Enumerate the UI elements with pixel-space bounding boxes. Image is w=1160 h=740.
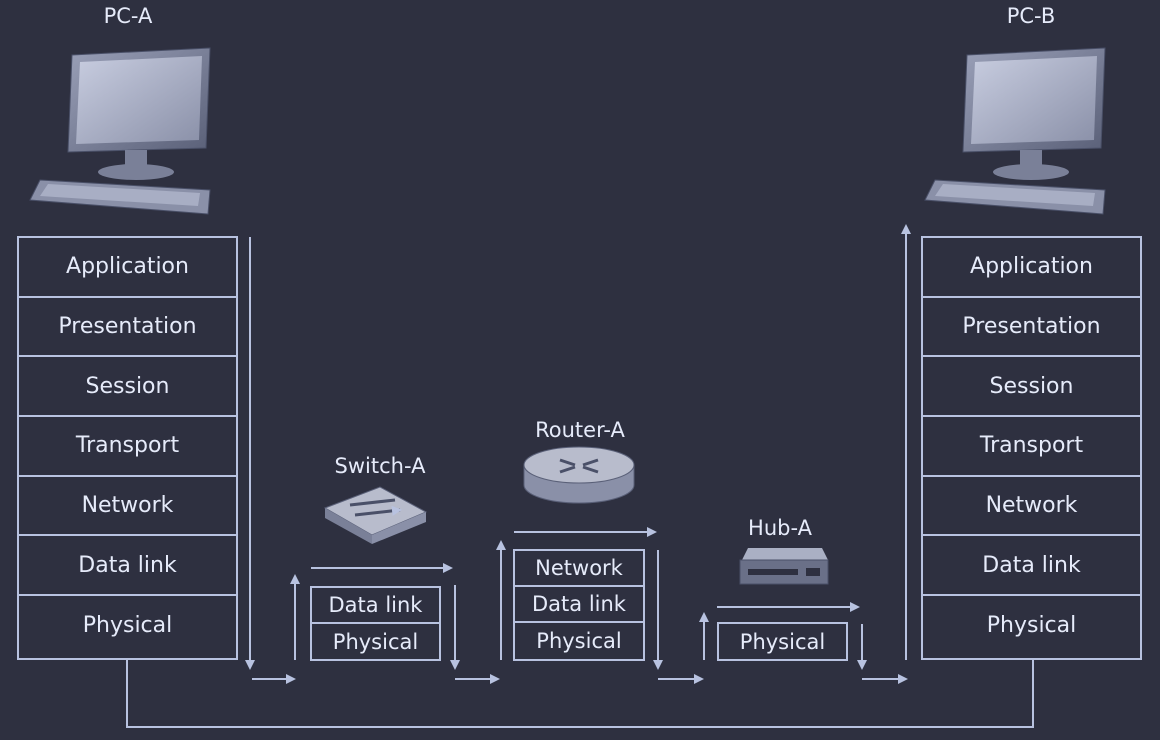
layer-data-link: Data link xyxy=(923,536,1140,597)
hub-icon xyxy=(739,548,829,585)
layer-data-link: Data link xyxy=(312,588,439,624)
pc-a-osi-stack: Application Presentation Session Transpo… xyxy=(17,236,238,660)
pc-b-label: PC-B xyxy=(1006,4,1056,28)
layer-application: Application xyxy=(923,238,1140,298)
layer-physical: Physical xyxy=(986,613,1077,639)
pc-b-osi-stack: Application Presentation Session Transpo… xyxy=(921,236,1142,660)
layer-network: Network xyxy=(515,551,643,587)
layer-session: Session xyxy=(923,357,1140,418)
router-a-label: Router-A xyxy=(535,418,625,442)
hub-a-label: Hub-A xyxy=(748,516,812,540)
layer-data-link: Data link xyxy=(515,587,643,623)
layer-physical: Physical xyxy=(332,630,419,654)
pc-a-computer-icon xyxy=(29,47,211,215)
layer-network: Network xyxy=(19,477,236,537)
layer-physical: Physical xyxy=(82,613,173,639)
switch-icon xyxy=(323,486,428,544)
router-icon xyxy=(523,446,635,504)
hub-a-stack: Physical xyxy=(717,622,848,661)
layer-presentation: Presentation xyxy=(19,298,236,358)
pc-b-computer-icon xyxy=(924,47,1106,215)
layer-presentation: Presentation xyxy=(923,298,1140,358)
physical-link xyxy=(126,660,1034,728)
switch-a-label: Switch-A xyxy=(334,454,426,478)
pc-a-label: PC-A xyxy=(103,4,153,28)
router-a-stack: Network Data link Physical xyxy=(513,549,645,661)
layer-application: Application xyxy=(19,238,236,298)
layer-physical: Physical xyxy=(739,630,826,654)
switch-a-stack: Data link Physical xyxy=(310,586,441,661)
layer-physical: Physical xyxy=(536,629,622,653)
layer-transport: Transport xyxy=(923,417,1140,477)
layer-data-link: Data link xyxy=(19,536,236,597)
layer-session: Session xyxy=(19,357,236,418)
layer-network: Network xyxy=(923,477,1140,537)
flow-arrows xyxy=(245,224,911,684)
layer-transport: Transport xyxy=(19,417,236,477)
